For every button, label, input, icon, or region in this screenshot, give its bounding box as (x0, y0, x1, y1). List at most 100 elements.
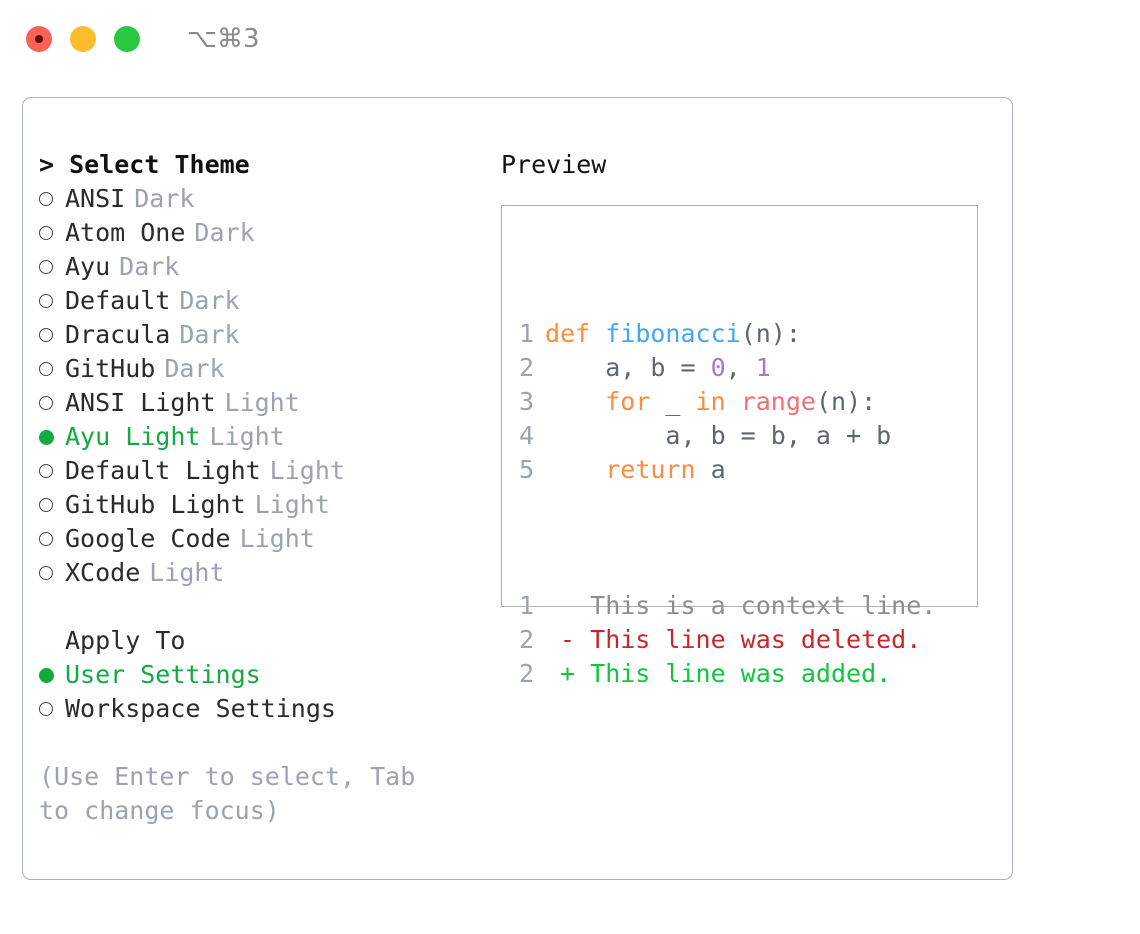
apply-to-option-0[interactable]: User Settings (39, 658, 494, 692)
diff-sample: 1 This is a context line.2 - This line w… (519, 589, 936, 691)
radio-empty-icon (39, 216, 65, 250)
line-number: 4 (519, 421, 535, 450)
code-token: , (725, 353, 756, 382)
code-token: return (605, 455, 696, 484)
code-token: a, b = (545, 353, 711, 382)
theme-variant-tag: Dark (194, 218, 255, 247)
code-token: def (545, 319, 591, 348)
line-number: 3 (519, 387, 535, 416)
theme-option-6[interactable]: ANSI Light Light (39, 386, 494, 420)
code-token: (n): (740, 319, 801, 348)
radio-mark (39, 362, 53, 376)
theme-option-label: XCode (65, 558, 141, 587)
minimize-button[interactable] (70, 26, 96, 52)
theme-option-label: Ayu Light (65, 422, 201, 451)
theme-variant-tag: Light (239, 524, 315, 553)
line-number: 1 (519, 319, 535, 348)
code-token: _ (650, 387, 696, 416)
code-token: in (695, 387, 726, 416)
traffic-lights (26, 26, 140, 52)
theme-variant-tag: Light (209, 422, 285, 451)
radio-mark (39, 464, 53, 478)
apply-to-option-label: Workspace Settings (65, 694, 336, 723)
theme-variant-tag: Dark (119, 252, 180, 281)
radio-selected-icon (39, 658, 65, 692)
theme-variant-tag: Light (224, 388, 300, 417)
code-token: fibonacci (605, 319, 741, 348)
theme-option-7[interactable]: Ayu Light Light (39, 420, 494, 454)
keyboard-shortcut-label: ⌥⌘3 (187, 24, 260, 54)
theme-option-label: Google Code (65, 524, 231, 553)
diff-text: + This line was added. (545, 659, 892, 688)
diff-line: 2 - This line was deleted. (519, 623, 936, 657)
theme-option-5[interactable]: GitHub Dark (39, 352, 494, 386)
theme-option-1[interactable]: Atom One Dark (39, 216, 494, 250)
close-icon (35, 35, 43, 43)
zoom-button[interactable] (114, 26, 140, 52)
theme-variant-tag: Dark (164, 354, 225, 383)
theme-option-0[interactable]: ANSI Dark (39, 182, 494, 216)
theme-variant-tag: Dark (134, 184, 195, 213)
code-token: (n): (815, 387, 877, 416)
radio-empty-icon (39, 284, 65, 318)
code-token: for (605, 387, 651, 416)
radio-mark (39, 192, 53, 206)
diff-line: 2 + This line was added. (519, 657, 936, 691)
radio-empty-icon (39, 318, 65, 352)
radio-empty-icon (39, 556, 65, 590)
theme-variant-tag: Light (149, 558, 225, 587)
code-line: 3 for _ in range(n): (519, 385, 936, 419)
code-token: range (740, 387, 816, 416)
theme-variant-tag: Dark (179, 320, 240, 349)
theme-option-2[interactable]: Ayu Dark (39, 250, 494, 284)
radio-mark (39, 532, 53, 546)
radio-empty-icon (39, 386, 65, 420)
line-number: 2 (519, 659, 535, 688)
theme-option-label: Atom One (65, 218, 186, 247)
theme-variant-tag: Light (254, 490, 330, 519)
code-token: 0 (710, 353, 726, 382)
line-number: 1 (519, 591, 535, 620)
radio-mark (39, 566, 53, 580)
theme-option-11[interactable]: XCode Light (39, 556, 494, 590)
apply-to-option-label: User Settings (65, 660, 261, 689)
diff-line: 1 This is a context line. (519, 589, 936, 623)
code-token (590, 319, 605, 348)
diff-text: This is a context line. (545, 591, 937, 620)
code-line: 5 return a (519, 453, 936, 487)
code-token (545, 455, 605, 484)
theme-variant-tag: Light (269, 456, 345, 485)
radio-empty-icon (39, 454, 65, 488)
radio-empty-icon (39, 182, 65, 216)
radio-empty-icon (39, 250, 65, 284)
title-bar: ⌥⌘3 (0, 0, 1140, 78)
radio-mark (39, 396, 53, 410)
keyboard-hint: (Use Enter to select, Tab to change focu… (39, 762, 416, 825)
theme-option-10[interactable]: Google Code Light (39, 522, 494, 556)
theme-option-label: ANSI (65, 184, 126, 213)
radio-selected-icon (39, 420, 65, 454)
theme-option-label: Ayu (65, 252, 111, 281)
line-number: 2 (519, 625, 535, 654)
preview-title: Preview (501, 150, 607, 179)
page-title: > Select Theme (39, 150, 250, 179)
radio-mark (39, 429, 54, 445)
theme-option-label: GitHub (65, 354, 156, 383)
code-line: 4 a, b = b, a + b (519, 419, 936, 453)
close-button[interactable] (26, 26, 52, 52)
radio-mark (39, 294, 53, 308)
theme-option-label: ANSI Light (65, 388, 216, 417)
apply-to-option-1[interactable]: Workspace Settings (39, 692, 494, 726)
list-spacer (39, 590, 494, 624)
radio-mark (39, 260, 53, 274)
